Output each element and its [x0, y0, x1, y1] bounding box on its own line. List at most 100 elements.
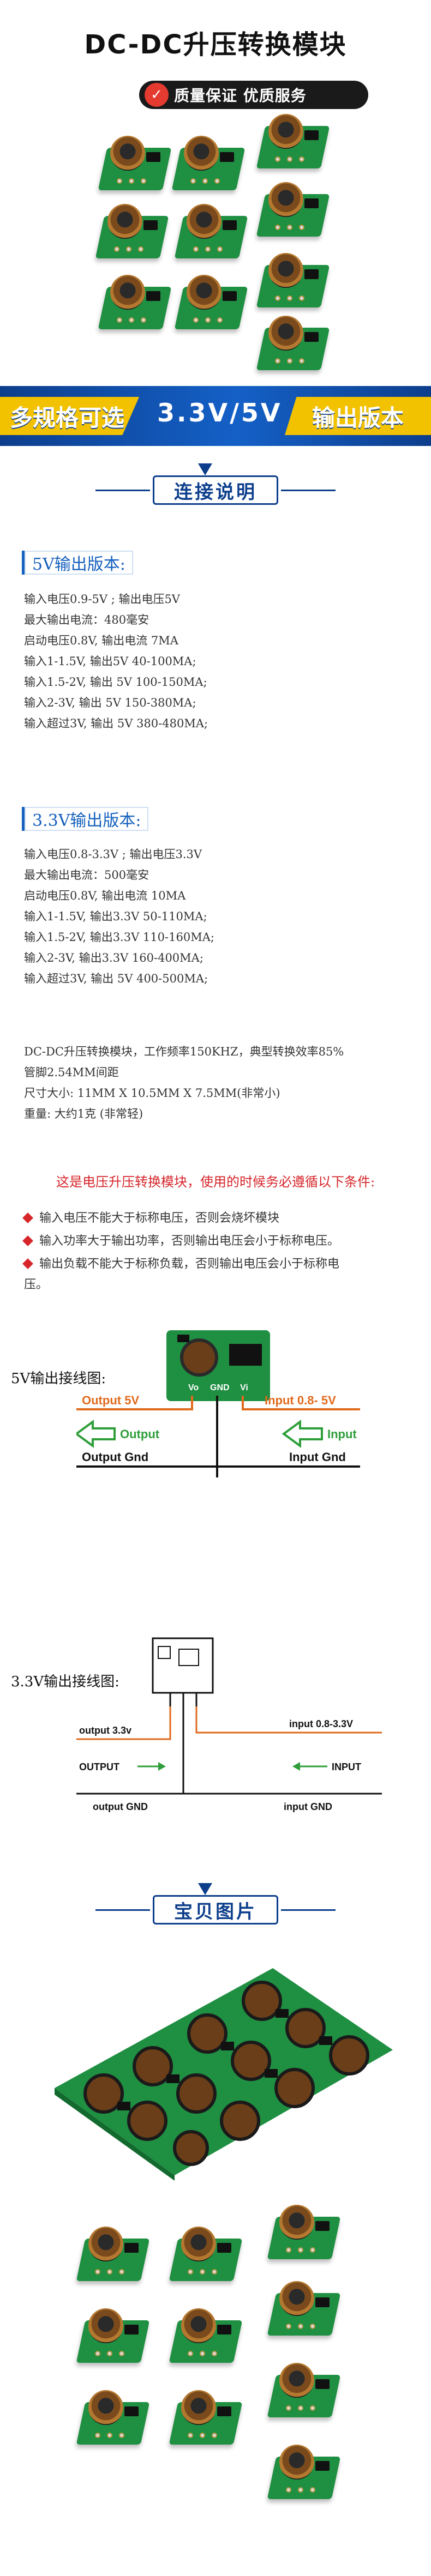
inductor-coil-icon [110, 275, 145, 310]
banner-voltage-text: 3.3V/5V [157, 398, 283, 427]
output-voltage-label: output 3.3v [79, 1725, 131, 1736]
pin-label: GND [210, 1383, 230, 1392]
diagram-5v-label: 5V输出接线图: [11, 1371, 106, 1387]
input-voltage-label: Input 0.8- 5V [265, 1393, 336, 1407]
module-board [169, 2224, 243, 2283]
input-gnd-label: input GND [284, 1801, 332, 1812]
module-board [98, 134, 172, 192]
module-board [267, 2361, 341, 2420]
photos-title: 宝贝图片 [174, 1901, 257, 1923]
module-board [267, 2203, 341, 2261]
inductor-coil-icon [88, 2390, 123, 2425]
left-arrow-icon [76, 1420, 116, 1448]
module-board [256, 313, 330, 372]
banner-left-text: 多规格可选 [10, 404, 125, 431]
spec-line: 输入2-3V, 输出3.3V 160-400MA; [24, 951, 203, 964]
inductor-coil-icon [184, 136, 219, 171]
module-board [76, 2388, 150, 2447]
hero-section: DC-DC升压转换模块 ✓ 质量保证 优质服务 [0, 0, 431, 386]
inductor-coil-icon [268, 316, 303, 351]
input-gnd-label: Input Gnd [289, 1450, 346, 1464]
product-photo-modules [0, 2203, 431, 2562]
check-icon: ✓ [145, 83, 169, 107]
left-arrow-icon [282, 1420, 323, 1448]
pcb-panel-image [55, 1968, 393, 2181]
pin-label: Vi [240, 1383, 248, 1392]
spec-line: 启动电压0.8V, 输出电流 7MA [24, 634, 178, 647]
spec-line: 输入2-3V, 输出 5V 150-380MA; [24, 696, 196, 709]
pin-label: Vo [188, 1383, 199, 1392]
inductor-coil-icon [268, 253, 303, 288]
left-arrow-icon [292, 1762, 300, 1771]
badge-text: 质量保证 优质服务 [174, 87, 307, 105]
module-board [174, 273, 248, 331]
input-arrow-label: Input [327, 1427, 357, 1441]
spec-line: 输入电压0.9-5V ; 输出电压5V [24, 593, 180, 606]
inductor-coil-icon [279, 2445, 314, 2480]
warning-item-cont: 压。 [24, 1278, 49, 1292]
banner-right-tag: 输出版本 [285, 397, 431, 435]
red-diamond-icon [22, 1212, 33, 1223]
module-board [76, 2306, 150, 2365]
module-board [174, 202, 248, 261]
red-diamond-icon [22, 1258, 33, 1269]
module-board [171, 134, 246, 192]
red-diamond-icon [22, 1235, 33, 1246]
spec-line: 输入1-1.5V, 输出3.3V 50-110MA; [24, 910, 207, 923]
spec-line: 输入1-1.5V, 输出5V 40-100MA; [24, 655, 196, 668]
inductor-coil-icon [181, 2390, 216, 2425]
warning-item: 输入电压不能大于标称电压，否则会烧坏模块 [22, 1209, 417, 1228]
spec-line: 输入超过3V, 输出 5V 380-480MA; [24, 717, 208, 730]
v33-heading: 3.3V输出版本: [22, 807, 149, 831]
output-arrow-label: Output [120, 1427, 160, 1441]
banner-left-tag: 多规格可选 [0, 397, 139, 435]
module-board [256, 251, 330, 310]
module-board [256, 180, 330, 239]
output-gnd-label: output GND [93, 1801, 148, 1812]
diagram-33v: output 3.3v input 0.8-3.3V OUTPUT INPUT … [76, 1637, 382, 1812]
inductor-coil-icon [268, 114, 303, 149]
warning-title: 这是电压升压转换模块，使用的时候务必遵循以下条件: [56, 1174, 375, 1190]
inductor-coil-icon [88, 2308, 123, 2343]
warning-item: 输出负载不能大于标称负载，否则输出电压会小于标称电 [22, 1255, 417, 1274]
diagram-5v: Vo GND Vi Output 5V Input 0.8- 5V Output… [76, 1330, 360, 1477]
spec-line: 输入1.5-2V, 输出 5V 100-150MA; [24, 675, 207, 689]
module-board [267, 2442, 341, 2501]
right-arrow-icon [158, 1762, 166, 1771]
spec-line: 输入1.5-2V, 输出3.3V 110-160MA; [24, 931, 214, 944]
quality-badge: ✓ 质量保证 优质服务 [139, 81, 368, 109]
info-line: 尺寸大小: 11MM X 10.5MM X 7.5MM(非常小) [24, 1087, 280, 1100]
module-board [95, 202, 169, 261]
inductor-coil-icon [181, 2227, 216, 2261]
input-voltage-label: input 0.8-3.3V [289, 1718, 353, 1729]
general-info: DC-DC升压转换模块，工作频率150KHZ，典型转换效率85% 管脚2.54M… [24, 1041, 344, 1124]
info-line: DC-DC升压转换模块，工作频率150KHZ，典型转换效率85% [24, 1045, 344, 1058]
inductor-coil-icon [187, 204, 222, 239]
spec-line: 输入电压0.8-3.3V ; 输出电压3.3V [24, 848, 202, 861]
inductor-coil-icon [279, 2363, 314, 2398]
diagram-33v-label: 3.3V输出接线图: [11, 1674, 119, 1690]
hero-title: DC-DC升压转换模块 [84, 29, 347, 60]
inductor-coil-icon [279, 2281, 314, 2316]
module-board [169, 2388, 243, 2447]
connection-title: 连接说明 [174, 481, 257, 503]
inductor-coil-icon [110, 136, 145, 171]
down-arrow-icon [198, 1883, 212, 1895]
spec-line: 输入超过3V, 输出 5V 400-500MA; [24, 972, 208, 985]
output-gnd-label: Output Gnd [82, 1450, 148, 1464]
product-photo-panel [0, 1952, 431, 2192]
spec-line: 最大输出电流：480毫安 [24, 613, 149, 626]
warning-item: 输入功率大于输出功率，否则输出电压会小于标称电压。 [22, 1232, 417, 1251]
spec-line: 启动电压0.8V, 输出电流 10MA [24, 889, 186, 902]
output-arrow-label: OUTPUT [79, 1761, 119, 1772]
connection-section-heading: 连接说明 [95, 463, 336, 508]
module-board [76, 2224, 150, 2283]
info-line: 管脚2.54MM间距 [24, 1066, 119, 1079]
module-board [98, 273, 172, 331]
spec-line: 最大输出电流：500毫安 [24, 868, 149, 882]
v33-spec-list: 输入电压0.8-3.3V ; 输出电压3.3V 最大输出电流：500毫安 启动电… [24, 844, 214, 989]
output-voltage-label: Output 5V [82, 1393, 139, 1407]
down-arrow-icon [198, 463, 212, 475]
v5-heading: 5V输出版本: [22, 551, 133, 575]
